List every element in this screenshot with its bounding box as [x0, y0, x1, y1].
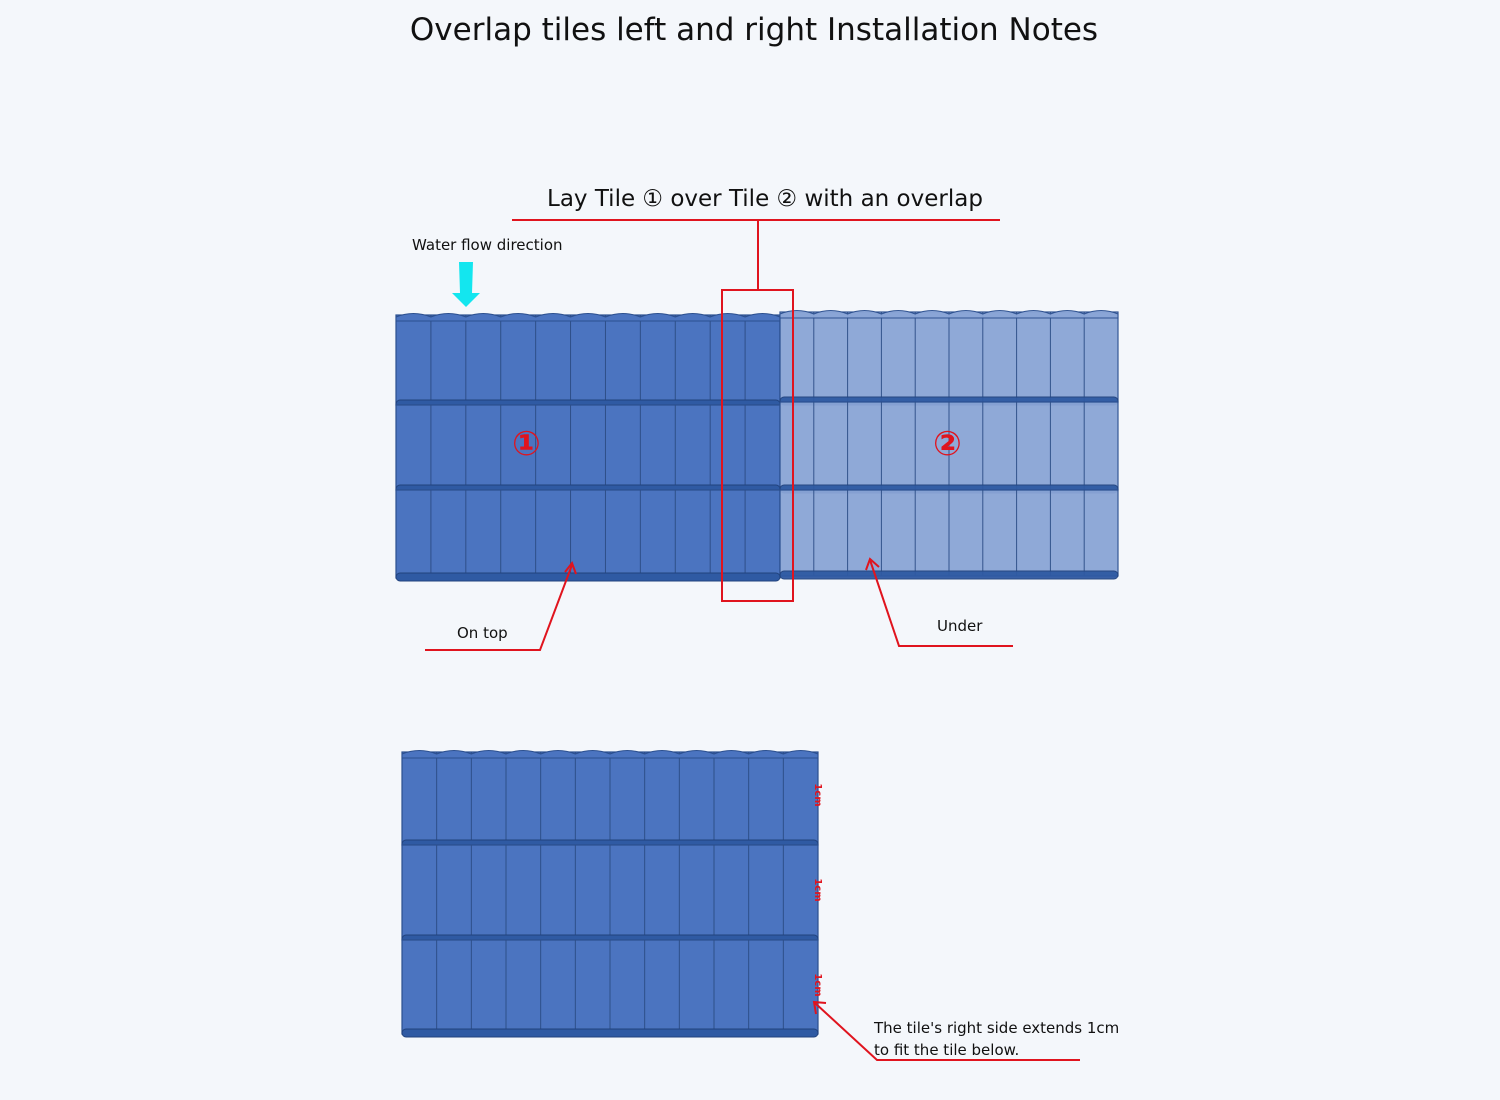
extension-mark: 1cm	[812, 973, 823, 996]
page-title: Overlap tiles left and right Installatio…	[409, 12, 1099, 48]
extension-mark: 1cm	[812, 878, 823, 901]
water-flow-label: Water flow direction	[412, 236, 563, 254]
overlap-highlight-box	[721, 289, 794, 602]
water-flow-arrow-icon	[452, 262, 480, 307]
tile2-marker: ②	[933, 424, 962, 464]
under-arrowhead-icon	[865, 557, 880, 571]
extension-mark: 1cm	[812, 783, 823, 806]
note-arrowhead-icon	[812, 1000, 827, 1015]
tile-1-row	[395, 404, 781, 491]
extended-tile-ridge	[401, 1028, 819, 1038]
tile-1-top-edge	[395, 313, 781, 322]
tile-2-ridge	[779, 570, 1119, 580]
on-top-leader	[425, 564, 573, 651]
on-top-arrowhead-icon	[564, 560, 577, 575]
extended-tile-top-edge	[401, 750, 819, 759]
tile-2-top-edge	[779, 310, 1119, 319]
note-leader	[814, 1002, 1080, 1061]
extension-note: The tile's right side extends 1cm to fit…	[874, 1017, 1119, 1061]
on-top-label: On top	[457, 624, 508, 642]
tile-1-row	[395, 314, 781, 406]
under-label: Under	[937, 617, 983, 635]
tile-1-row	[395, 489, 781, 579]
note-line-2: to fit the tile below.	[874, 1041, 1020, 1059]
tile1-marker: ①	[512, 424, 541, 464]
note-line-1: The tile's right side extends 1cm	[874, 1019, 1120, 1037]
overlap-instruction: Lay Tile ① over Tile ② with an overlap	[547, 186, 983, 212]
under-leader	[869, 559, 1013, 647]
